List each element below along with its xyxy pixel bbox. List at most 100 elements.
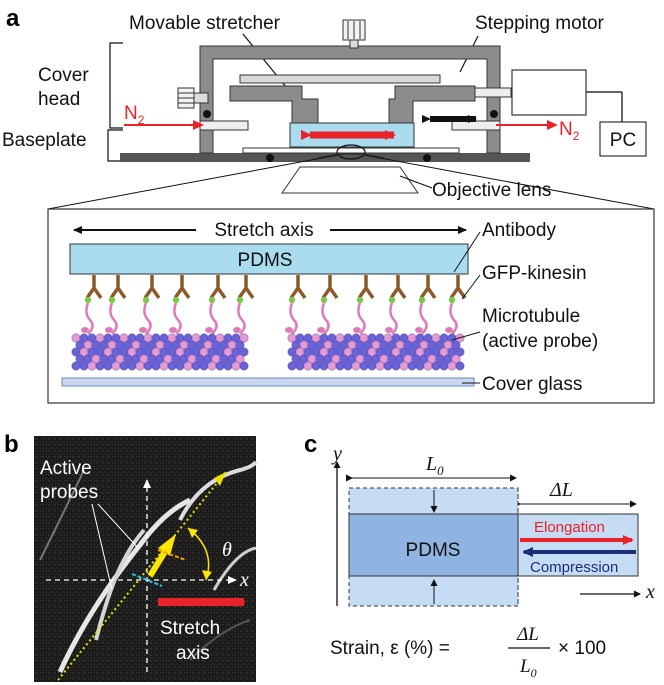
- antibody-icon: [289, 275, 307, 300]
- gfp-icon: [236, 296, 244, 304]
- tubulin-subunit-icon: [423, 361, 433, 371]
- tubulin-subunit-icon: [335, 361, 345, 371]
- tubulin-subunit-icon: [239, 333, 249, 343]
- probe-tick-cyan: [131, 573, 163, 587]
- kinesin-icon: [449, 302, 458, 335]
- gfp-icon: [320, 296, 328, 304]
- gfp-icon: [84, 296, 92, 304]
- filament-right: [212, 546, 257, 591]
- zoom-box: [47, 208, 655, 404]
- gfp-icon: [388, 296, 396, 304]
- kinesin-head-icon: [415, 327, 423, 333]
- micrograph-stretch-label-line1: Stretch: [160, 618, 220, 639]
- kinesin-head-icon: [169, 327, 177, 333]
- c-y-label: y: [331, 443, 342, 465]
- strain-formula-denominator: L0: [519, 656, 537, 680]
- probe-tick-orange: [157, 549, 187, 561]
- gfp-icon: [108, 296, 116, 304]
- tubulin-subunit-icon: [135, 361, 145, 371]
- tubulin-subunit-icon: [151, 361, 161, 371]
- filament-long-1: [57, 497, 192, 674]
- panel-a: a Movable stretcher Stepping motor Cover…: [2, 5, 655, 404]
- tubulin-subunit-icon: [207, 361, 217, 371]
- active-probes-label-line1: Active: [40, 458, 92, 479]
- n2-out-label: N2: [559, 119, 580, 143]
- tubulin-subunit-icon: [295, 361, 305, 371]
- pdms-slab-label: PDMS: [238, 250, 293, 271]
- tubulin-subunit-icon: [451, 340, 461, 350]
- antibody-icon: [389, 275, 407, 300]
- kinesin-icon: [389, 302, 398, 335]
- pc-box: [599, 121, 647, 157]
- microtubule-label-line1: Microtubule: [482, 306, 580, 327]
- tubulin-subunit-icon: [199, 361, 209, 371]
- tubulin-subunit-icon: [235, 340, 245, 350]
- kinesin-head-icon: [317, 327, 325, 333]
- kinesin-head-icon: [353, 327, 361, 333]
- oring-right: [490, 110, 498, 118]
- cover-head-label-line2: head: [38, 89, 80, 110]
- gas-port-left: [199, 120, 249, 131]
- antibody-icon: [357, 275, 375, 300]
- kinesin-icon: [419, 302, 428, 335]
- microtubule-row: [71, 333, 465, 371]
- tubulin-subunit-icon: [455, 347, 465, 357]
- gfp-icon: [142, 296, 150, 304]
- tubulin-subunit-icon: [439, 361, 449, 371]
- pdms-c-label: PDMS: [406, 540, 461, 561]
- kinesin-icon: [237, 302, 246, 335]
- gfp-icon: [356, 296, 364, 304]
- gfp-kinesin-label: GFP-kinesin: [482, 263, 587, 284]
- tubulin-subunit-icon: [119, 361, 129, 371]
- l0-label: L0: [425, 453, 444, 478]
- strain-formula-numerator: ΔL: [516, 624, 539, 645]
- kinesin-icon: [289, 302, 298, 335]
- tubulin-subunit-icon: [327, 361, 337, 371]
- tubulin-subunit-icon: [175, 361, 185, 371]
- cover-glass-bar: [61, 377, 475, 387]
- pc-label: PC: [610, 130, 636, 151]
- antibody-icon: [419, 275, 437, 300]
- filament-long-2: [94, 528, 146, 641]
- kinesin-icon: [109, 302, 118, 335]
- tubulin-subunit-icon: [159, 361, 169, 371]
- antibody-label: Antibody: [482, 220, 556, 241]
- antibody-icon: [237, 275, 255, 300]
- antibody-icon: [85, 275, 103, 300]
- tubulin-subunit-icon: [103, 361, 113, 371]
- antibody-kinesin-row: [81, 275, 467, 335]
- gas-port-right: [451, 120, 501, 131]
- tubulin-subunit-icon: [319, 361, 329, 371]
- elongation-label: Elongation: [534, 519, 605, 536]
- tubulin-subunit-icon: [415, 361, 425, 371]
- tubulin-subunit-icon: [239, 361, 249, 371]
- tubulin-subunit-icon: [447, 361, 457, 371]
- kinesin-head-icon: [81, 327, 89, 333]
- zoom-line-right: [363, 154, 655, 210]
- panel-c-letter: c: [304, 431, 317, 458]
- gfp-icon: [288, 296, 296, 304]
- cover-head-bracket: [109, 42, 123, 129]
- panel-b-letter: b: [4, 431, 19, 458]
- micrograph-stretch-label-line2: axis: [176, 643, 210, 664]
- tubulin-subunit-icon: [391, 361, 401, 371]
- tubulin-subunit-icon: [407, 361, 417, 371]
- tubulin-subunit-icon: [375, 361, 385, 371]
- filament-top-right: [178, 460, 258, 521]
- tubulin-subunit-icon: [451, 354, 461, 364]
- gfp-icon: [448, 296, 456, 304]
- gfp-icon: [418, 296, 426, 304]
- stepping-motor-box: [511, 69, 587, 116]
- gfp-icon: [172, 296, 180, 304]
- gfp-icon: [208, 296, 216, 304]
- strain-formula-prefix: Strain, ε (%) =: [330, 638, 450, 659]
- tubulin-subunit-icon: [399, 361, 409, 371]
- tubulin-subunit-icon: [303, 361, 313, 371]
- antibody-icon: [143, 275, 161, 300]
- tubulin-subunit-icon: [111, 361, 121, 371]
- tubulin-subunit-icon: [127, 361, 137, 371]
- tubulin-subunit-icon: [239, 347, 249, 357]
- microtubule-label-line2: (active probe): [482, 331, 598, 352]
- kinesin-icon: [321, 302, 330, 335]
